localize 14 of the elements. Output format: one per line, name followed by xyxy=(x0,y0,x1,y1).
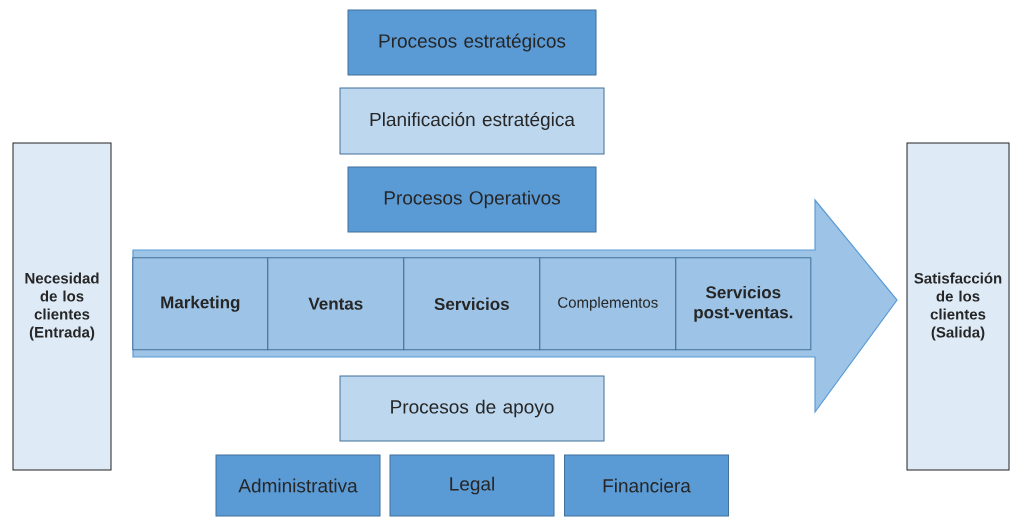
stage-cell: Servicios xyxy=(403,257,541,351)
process-box: Planificación estratégica xyxy=(339,87,605,155)
stage-cell: Complementos xyxy=(539,257,677,351)
input-box: Necesidad de los clientes (Entrada) xyxy=(12,142,112,471)
stage-cell: Servicios post-ventas. xyxy=(675,257,812,351)
process-box: Administrativa xyxy=(215,454,381,517)
process-box: Procesos estratégicos xyxy=(347,9,597,76)
process-box: Financiera xyxy=(564,454,729,517)
process-box: Procesos Operativos xyxy=(347,166,597,233)
stage-cell: Marketing xyxy=(132,257,269,351)
output-box: Satisfacción de los clientes (Salida) xyxy=(906,142,1010,471)
stage-cell: Ventas xyxy=(267,257,405,351)
process-box: Procesos de apoyo xyxy=(339,375,605,442)
process-box: Legal xyxy=(389,454,555,517)
